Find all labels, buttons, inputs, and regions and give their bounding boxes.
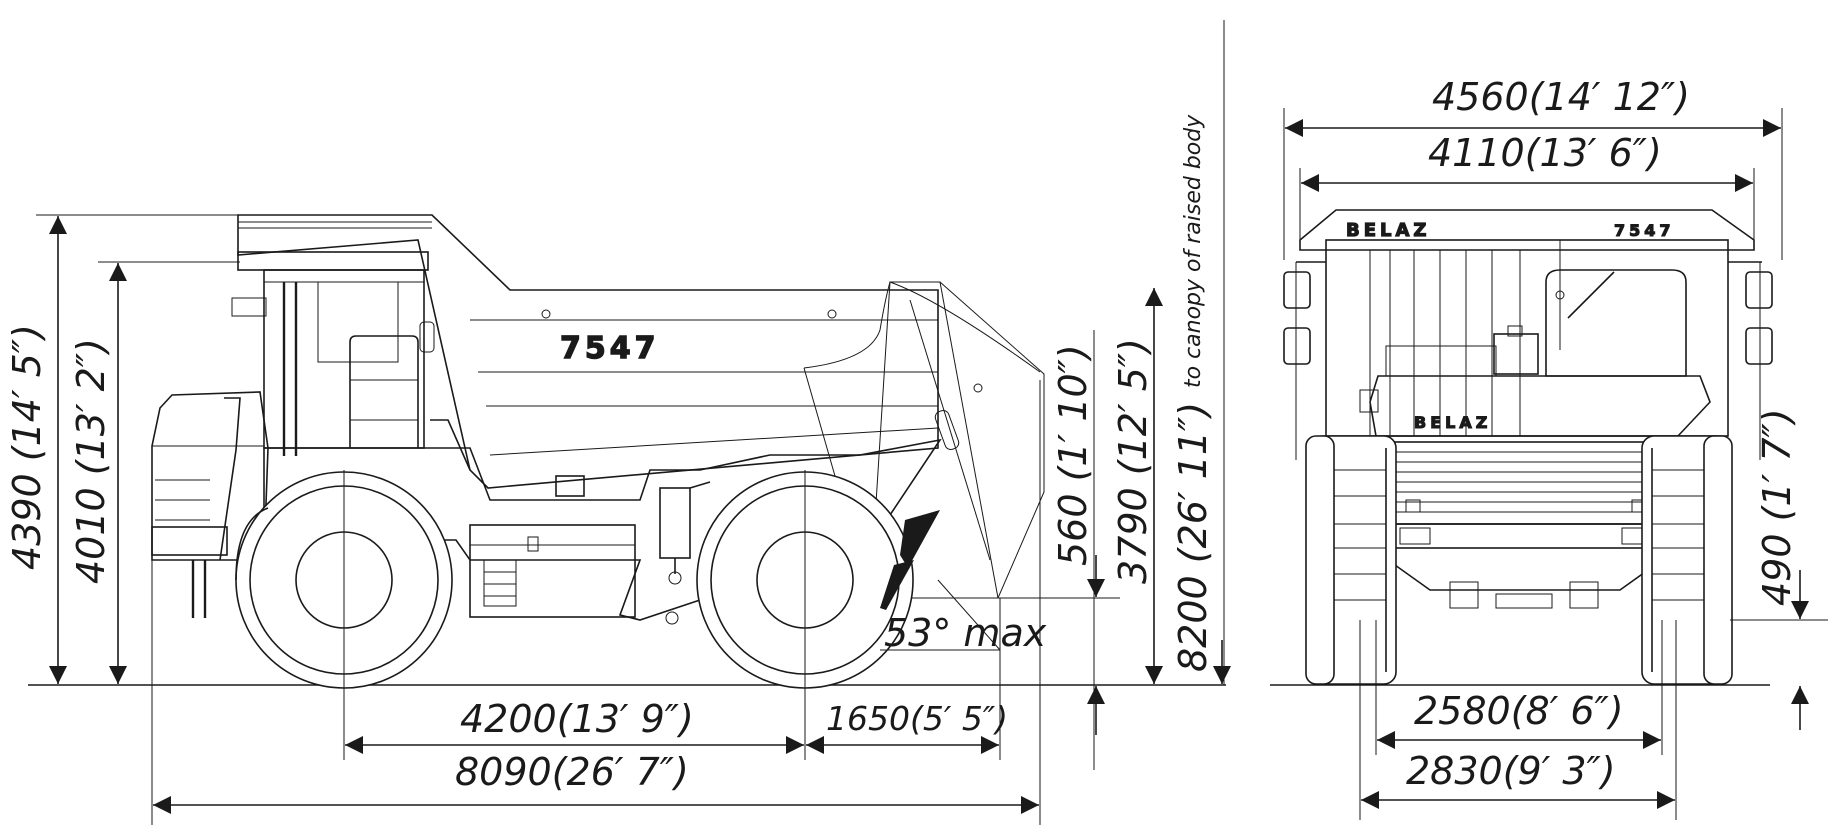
right-mirror [1728,261,1773,460]
dump-angle-label: 53° max [884,611,1047,655]
overall-width-label: 4560(14′ 12″) [1432,75,1690,119]
body-width-label: 4110(13′ 6″) [1428,131,1662,175]
hood [151,391,269,618]
front-view-dimensions: 4560(14′ 12″) 4110(13′ 6″) 490 (1′ 7″) 2… [1283,75,1828,820]
raised-body-height-label: 8200 (26′ 11″) [1171,402,1215,672]
front-track-label: 2580(8′ 6″) [1414,689,1624,733]
left-mirror [1283,261,1326,460]
overall-length-label: 8090(26′ 7″) [455,750,689,794]
rear-overhang-label: 1650(5′ 5″) [826,699,1008,738]
grille-label: BELAZ [1414,413,1491,432]
side-model-label: 7547 [560,331,660,366]
front-right-wheels [1641,435,1733,685]
raised-body-outline [803,281,1045,599]
side-view-truck: 7547 [28,214,1226,689]
front-view-truck: BELAZ 7547 BELAZ [1270,209,1773,686]
canopy [237,251,429,271]
overall-height-label: 4390 (14′ 5″) [5,324,49,570]
hoist-cylinder [659,487,691,559]
front-axle [1387,559,1663,591]
cab-height-label: 4010 (13′ 2″) [69,338,113,584]
front-cab-window [1545,269,1687,377]
wheelbase-label: 4200(13′ 9″) [460,697,694,741]
dump-clearance-label: 560 (1′ 10″) [1051,344,1095,566]
front-left-wheels [1305,435,1397,685]
rear-track-label: 2830(9′ 3″) [1406,749,1616,793]
raised-pivot-height-label: 3790 (12′ 5″) [1111,338,1155,584]
front-brand-label: BELAZ [1346,220,1430,241]
cab [231,269,435,456]
fuel-tank [469,524,636,618]
raised-body-note: to canopy of raised body [1181,114,1206,388]
ground-clearance-label: 490 (1′ 7″) [1755,408,1799,606]
front-model-label: 7547 [1614,221,1675,240]
side-view-dimensions: 4390 (14′ 5″) 4010 (13′ 2″) 4200(13′ 9″)… [5,20,1231,825]
